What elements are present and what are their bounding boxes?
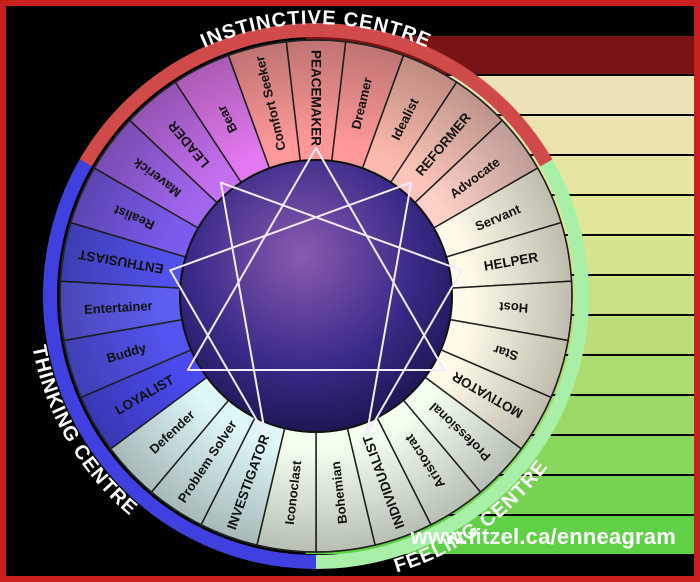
segment-label: Bohemian <box>328 461 350 525</box>
inner-circle <box>169 147 463 437</box>
enneagram-triangle <box>186 147 446 371</box>
segment-label: Host <box>498 299 528 316</box>
segment-label: Star <box>491 342 520 364</box>
instinctive-band <box>79 23 553 167</box>
centre-bands <box>43 23 589 569</box>
feeling-band <box>315 159 589 569</box>
segment-label: PEACEMAKER <box>309 50 324 146</box>
segment-label: Iconoclast <box>282 459 304 525</box>
thinking-band <box>43 159 317 569</box>
enneagram-hexad <box>169 181 463 437</box>
inner-disc <box>179 159 453 433</box>
segment-label: Entertainer <box>84 298 153 317</box>
website-url: www.fitzel.ca/enneagram <box>410 524 676 549</box>
